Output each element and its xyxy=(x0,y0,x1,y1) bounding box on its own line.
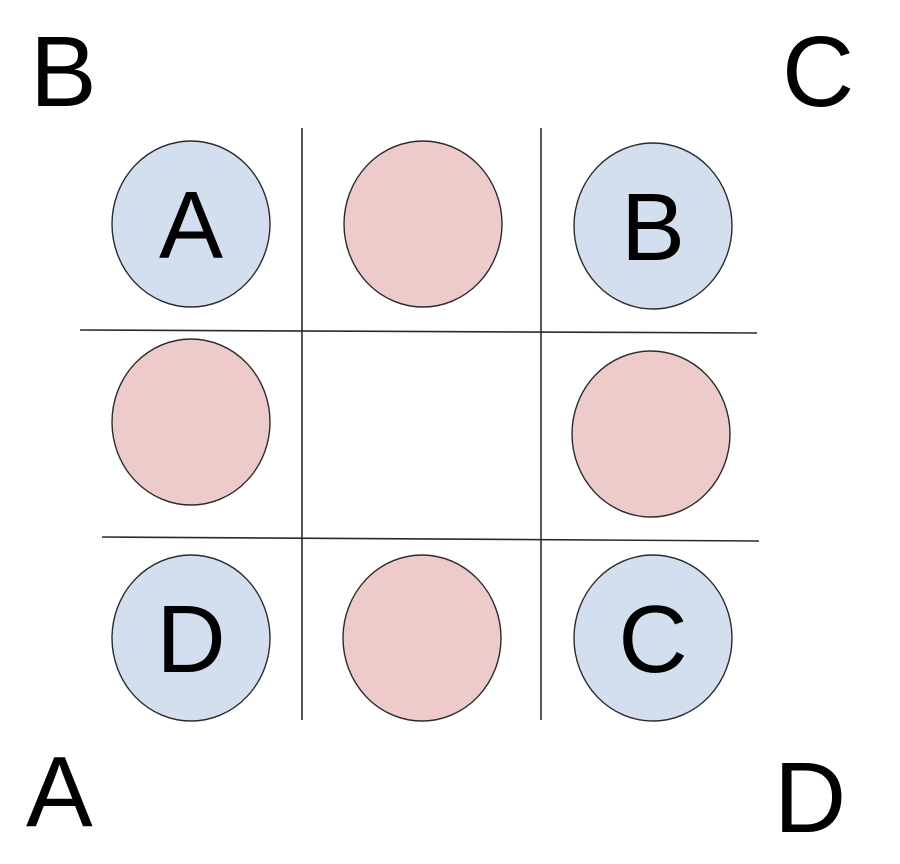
corner-piece-circle xyxy=(573,554,733,722)
corner-label-bottom-right: D xyxy=(774,742,846,854)
corner-piece-circle xyxy=(573,142,733,310)
cell-1-2 xyxy=(571,350,731,518)
cell-2-1 xyxy=(342,554,502,722)
corner-piece-label: D xyxy=(156,586,225,693)
cell-0-0: A xyxy=(111,140,271,308)
corner-piece-label: C xyxy=(618,586,687,693)
edge-piece-circle xyxy=(111,338,271,506)
corner-piece-label: A xyxy=(159,172,223,279)
grid xyxy=(79,128,760,720)
cells: A B D C xyxy=(111,140,733,722)
corner-label-bottom-left: A xyxy=(26,736,93,848)
corner-label-top-left: B xyxy=(30,16,97,128)
corner-piece-circle xyxy=(111,554,271,722)
corner-label-top-right: C xyxy=(782,16,854,128)
corner-piece-label: B xyxy=(621,174,685,281)
grid-line-horizontal-top xyxy=(79,329,758,334)
cell-2-0: D xyxy=(111,554,271,722)
grid-line-horizontal-bottom xyxy=(101,536,760,542)
cell-0-1 xyxy=(343,140,503,308)
corner-piece-circle xyxy=(111,140,271,308)
cell-0-2: B xyxy=(573,142,733,310)
edge-piece-circle xyxy=(571,350,731,518)
cell-2-2: C xyxy=(573,554,733,722)
edge-piece-circle xyxy=(342,554,502,722)
cell-1-0 xyxy=(111,338,271,506)
edge-piece-circle xyxy=(343,140,503,308)
